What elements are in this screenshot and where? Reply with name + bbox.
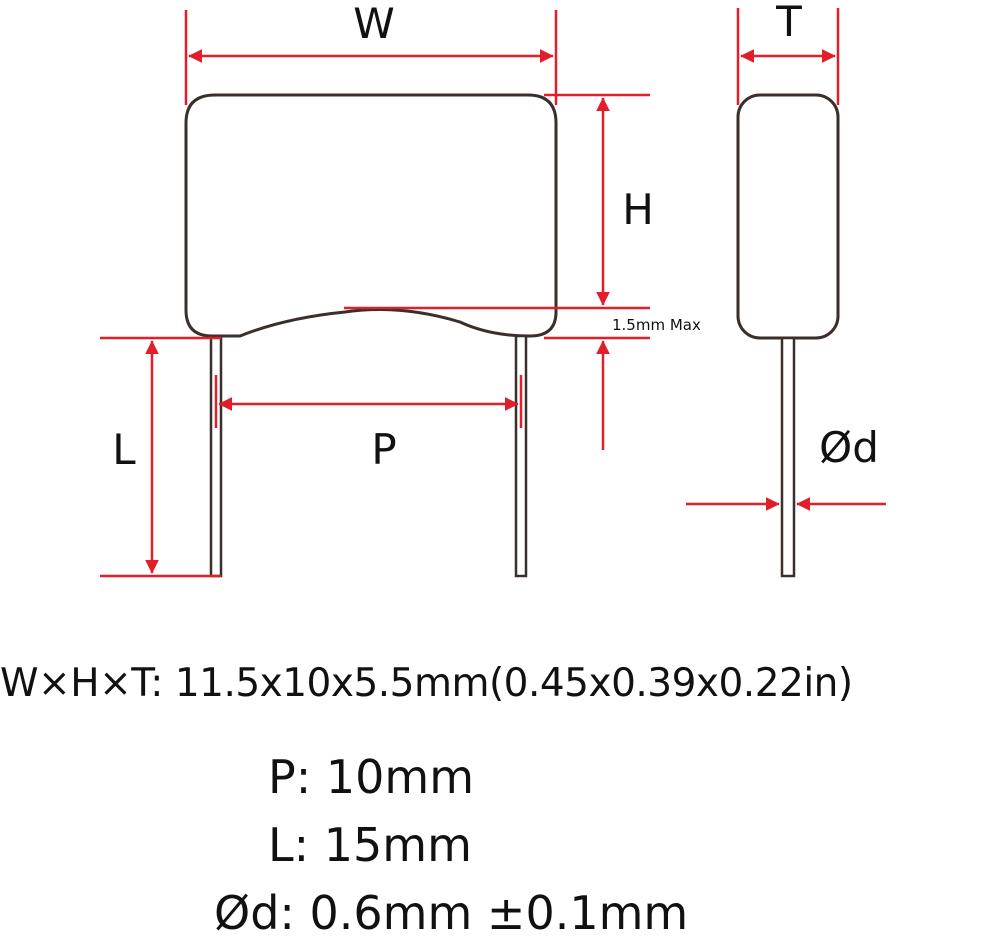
lead-right: [514, 334, 528, 578]
capacitor-dimension-diagram: W T H 1.5mm Max L P Ød: [100, 0, 886, 578]
label-w: W: [353, 0, 395, 48]
label-diameter: Ød: [819, 423, 879, 472]
spec-pitch: P: 10mm: [268, 750, 475, 804]
side-view: [736, 93, 840, 578]
label-h: H: [622, 185, 654, 234]
capacitor-body-front: [184, 93, 558, 338]
front-view: [184, 93, 558, 578]
label-max-gap: 1.5mm Max: [612, 316, 701, 334]
spec-lead-length: L: 15mm: [268, 818, 472, 872]
label-t: T: [775, 0, 802, 46]
spec-dimensions: W×H×T: 11.5x10x5.5mm(0.45x0.39x0.22in): [0, 661, 853, 706]
lead-left: [209, 334, 223, 578]
label-l: L: [112, 425, 136, 474]
dimension-lines: [100, 8, 886, 578]
spec-lead-diameter: Ød: 0.6mm ±0.1mm: [214, 886, 689, 940]
label-p: P: [371, 425, 396, 474]
capacitor-body-side: [736, 93, 840, 340]
lead-side: [780, 336, 796, 578]
